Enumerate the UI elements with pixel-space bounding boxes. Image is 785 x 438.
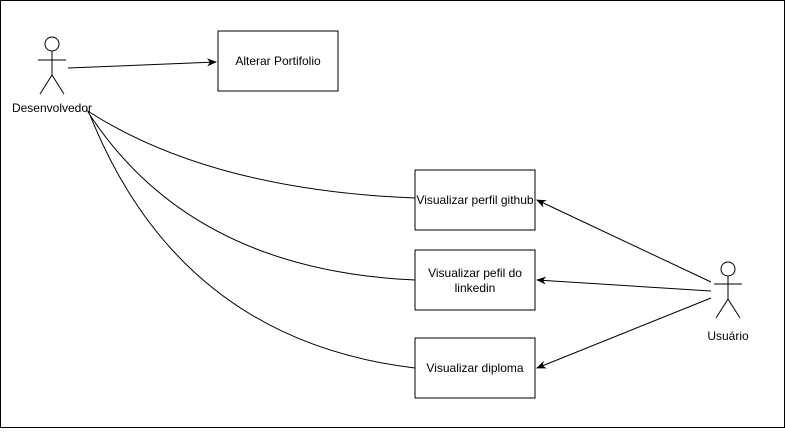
- use-case-label: Visualizar diploma: [426, 361, 523, 375]
- use-case-label-line2: linkedin: [455, 281, 496, 295]
- association-dev-linkedin: [87, 111, 416, 281]
- use-case-label: Visualizar perfil github: [416, 193, 534, 207]
- association-arrow-github: [536, 199, 712, 283]
- actor-head: [720, 261, 736, 277]
- use-case-alterar-portifolio[interactable]: Alterar Portifolio: [217, 30, 339, 92]
- use-case-visualizar-diploma[interactable]: Visualizar diploma: [414, 337, 536, 399]
- use-case-visualizar-github[interactable]: Visualizar perfil github: [414, 169, 536, 231]
- use-case-box: [414, 337, 536, 399]
- actor-desenvolvedor[interactable]: Desenvolvedor: [12, 36, 92, 115]
- association-arrow-diploma: [536, 297, 712, 369]
- association-dev-github: [85, 109, 416, 199]
- use-case-box: [414, 169, 536, 231]
- association-dev-diploma: [89, 114, 416, 369]
- use-case-box: [414, 249, 536, 311]
- actor-usuario[interactable]: Usuário: [707, 261, 749, 343]
- actor-leg-left: [39, 74, 53, 95]
- use-case-label: Alterar Portifolio: [235, 54, 321, 68]
- actor-leg-left: [715, 298, 729, 319]
- actor-label: Usuário: [707, 329, 749, 343]
- use-case-label-line1: Visualizar pefil do: [428, 266, 522, 280]
- actor-leg-right: [727, 298, 741, 319]
- use-case-box: [217, 30, 339, 92]
- association-arrow-linkedin: [536, 276, 712, 292]
- actor-label: Desenvolvedor: [12, 101, 92, 115]
- actor-head: [44, 36, 60, 52]
- association-arrow-alterar: [67, 58, 217, 69]
- actor-leg-right: [51, 74, 65, 95]
- use-case-visualizar-linkedin[interactable]: Visualizar pefil do linkedin: [414, 249, 536, 311]
